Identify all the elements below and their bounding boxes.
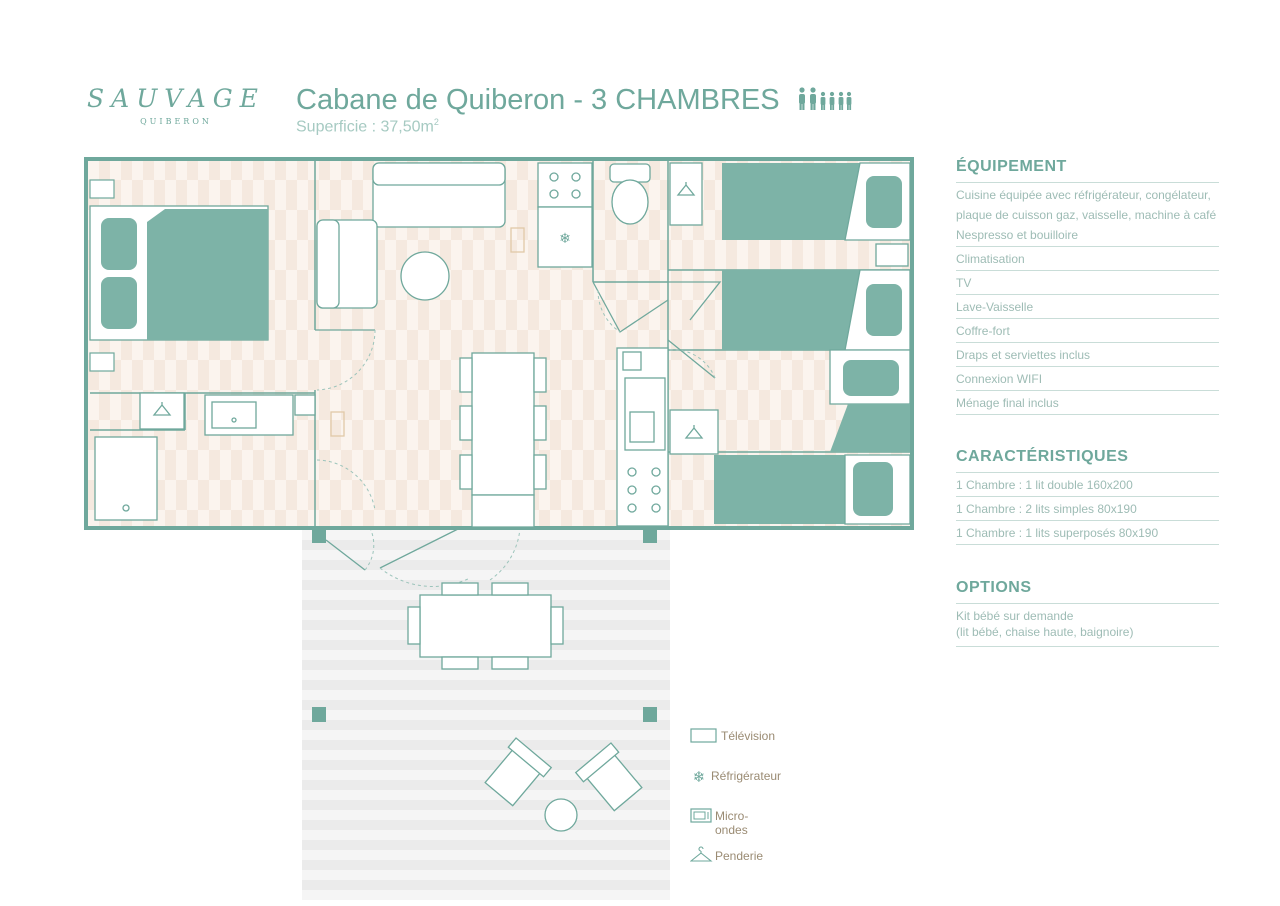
equipment-list: Cuisine équipée avec réfrigérateur, cong… [956,183,1219,415]
brand-logo: SAUVAGE QUIBERON [86,84,266,126]
list-item: Coffre-fort [956,319,1219,343]
list-item: Lave-Vaisselle [956,295,1219,319]
tv-icon [690,728,717,743]
dining-table [459,352,547,528]
brand-location: QUIBERON [140,117,212,126]
list-item: TV [956,271,1219,295]
list-item: Cuisine équipée avec réfrigérateur, cong… [956,183,1219,247]
equipment-title: ÉQUIPEMENT [956,158,1219,183]
list-item: Connexion WIFI [956,367,1219,391]
list-item: 1 Chambre : 1 lit double 160x200 [956,473,1219,497]
brand-name: SAUVAGE [87,84,265,113]
area-label: Superficie : 37,50m2 [296,117,439,136]
characteristics-title: CARACTÉRISTIQUES [956,448,1219,473]
characteristics-section: CARACTÉRISTIQUES 1 Chambre : 1 lit doubl… [956,448,1219,545]
floor-plan: ❄ [84,157,914,900]
list-item: 1 Chambre : 2 lits simples 80x190 [956,497,1219,521]
terrace [302,527,670,900]
equipment-section: ÉQUIPEMENT Cuisine équipée avec réfrigér… [956,158,1219,415]
people-icon [796,86,852,119]
area-unit-sup: 2 [433,117,439,127]
twin-bedroom [668,162,911,351]
options-section: OPTIONS Kit bébé sur demande (lit bébé, … [956,579,1219,647]
list-item: Climatisation [956,247,1219,271]
svg-text:❄: ❄ [693,768,706,786]
kitchen: ❄ [537,162,669,527]
page-title: Cabane de Quiberon - 3 CHAMBRES [296,84,852,119]
bunk-bedroom [667,339,911,525]
wc [592,163,669,333]
living-room [315,162,525,511]
microwave-icon [690,808,712,823]
characteristics-list: 1 Chambre : 1 lit double 160x200 1 Chamb… [956,473,1219,545]
master-bedroom [89,179,269,372]
terrace-dining-table [407,582,564,670]
hanger-icon [690,846,713,862]
title-text: Cabane de Quiberon - 3 CHAMBRES [296,84,780,116]
list-item: Ménage final inclus [956,391,1219,415]
list-item: 1 Chambre : 1 lits superposés 80x190 [956,521,1219,545]
fridge-icon: ❄ [693,768,706,786]
options-title: OPTIONS [956,579,1219,604]
svg-text:❄: ❄ [559,231,571,247]
lounge-chair-left [484,737,553,807]
lounge-chair-right [574,742,643,812]
bathroom [94,392,316,521]
exterior-wall [84,157,914,530]
options-list: Kit bébé sur demande (lit bébé, chaise h… [956,604,1219,647]
list-item: Draps et serviettes inclus [956,343,1219,367]
list-item: Kit bébé sur demande (lit bébé, chaise h… [956,604,1219,647]
side-table [544,798,578,832]
